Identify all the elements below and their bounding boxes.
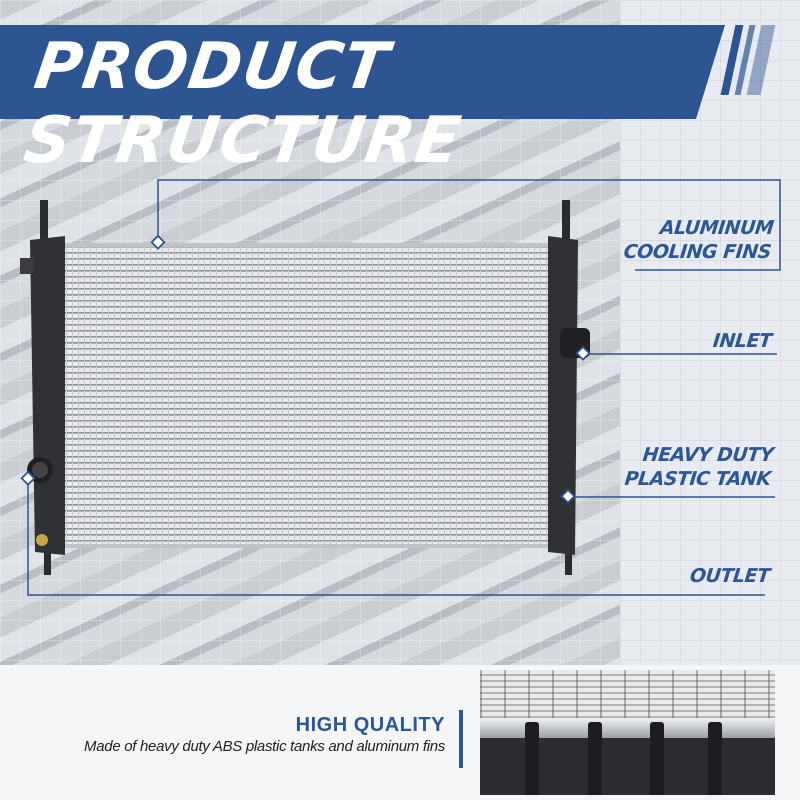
callout-inlet: INLET [712,329,773,353]
callout-line: COOLING FINS [622,241,772,263]
callout-line: INLET [712,330,774,352]
feature-title: HIGH QUALITY [295,714,445,736]
callout-line: ALUMINUM [658,217,775,239]
callout-outlet: OUTLET [689,564,771,588]
closeup-photo [480,670,775,795]
callout-line: HEAVY DUTY [641,444,775,466]
divider [459,710,463,768]
title-banner [0,25,725,119]
callout-line: PLASTIC TANK [623,468,772,490]
callout-line: OUTLET [689,565,772,587]
callout-heavy-duty-plastic-tank: HEAVY DUTY PLASTIC TANK [624,443,775,491]
radiator-diagram [20,179,781,596]
feature-description: Made of heavy duty ABS plastic tanks and… [84,738,445,755]
callout-aluminum-cooling-fins: ALUMINUM COOLING FINS [622,216,774,264]
radiator-image [20,200,590,575]
